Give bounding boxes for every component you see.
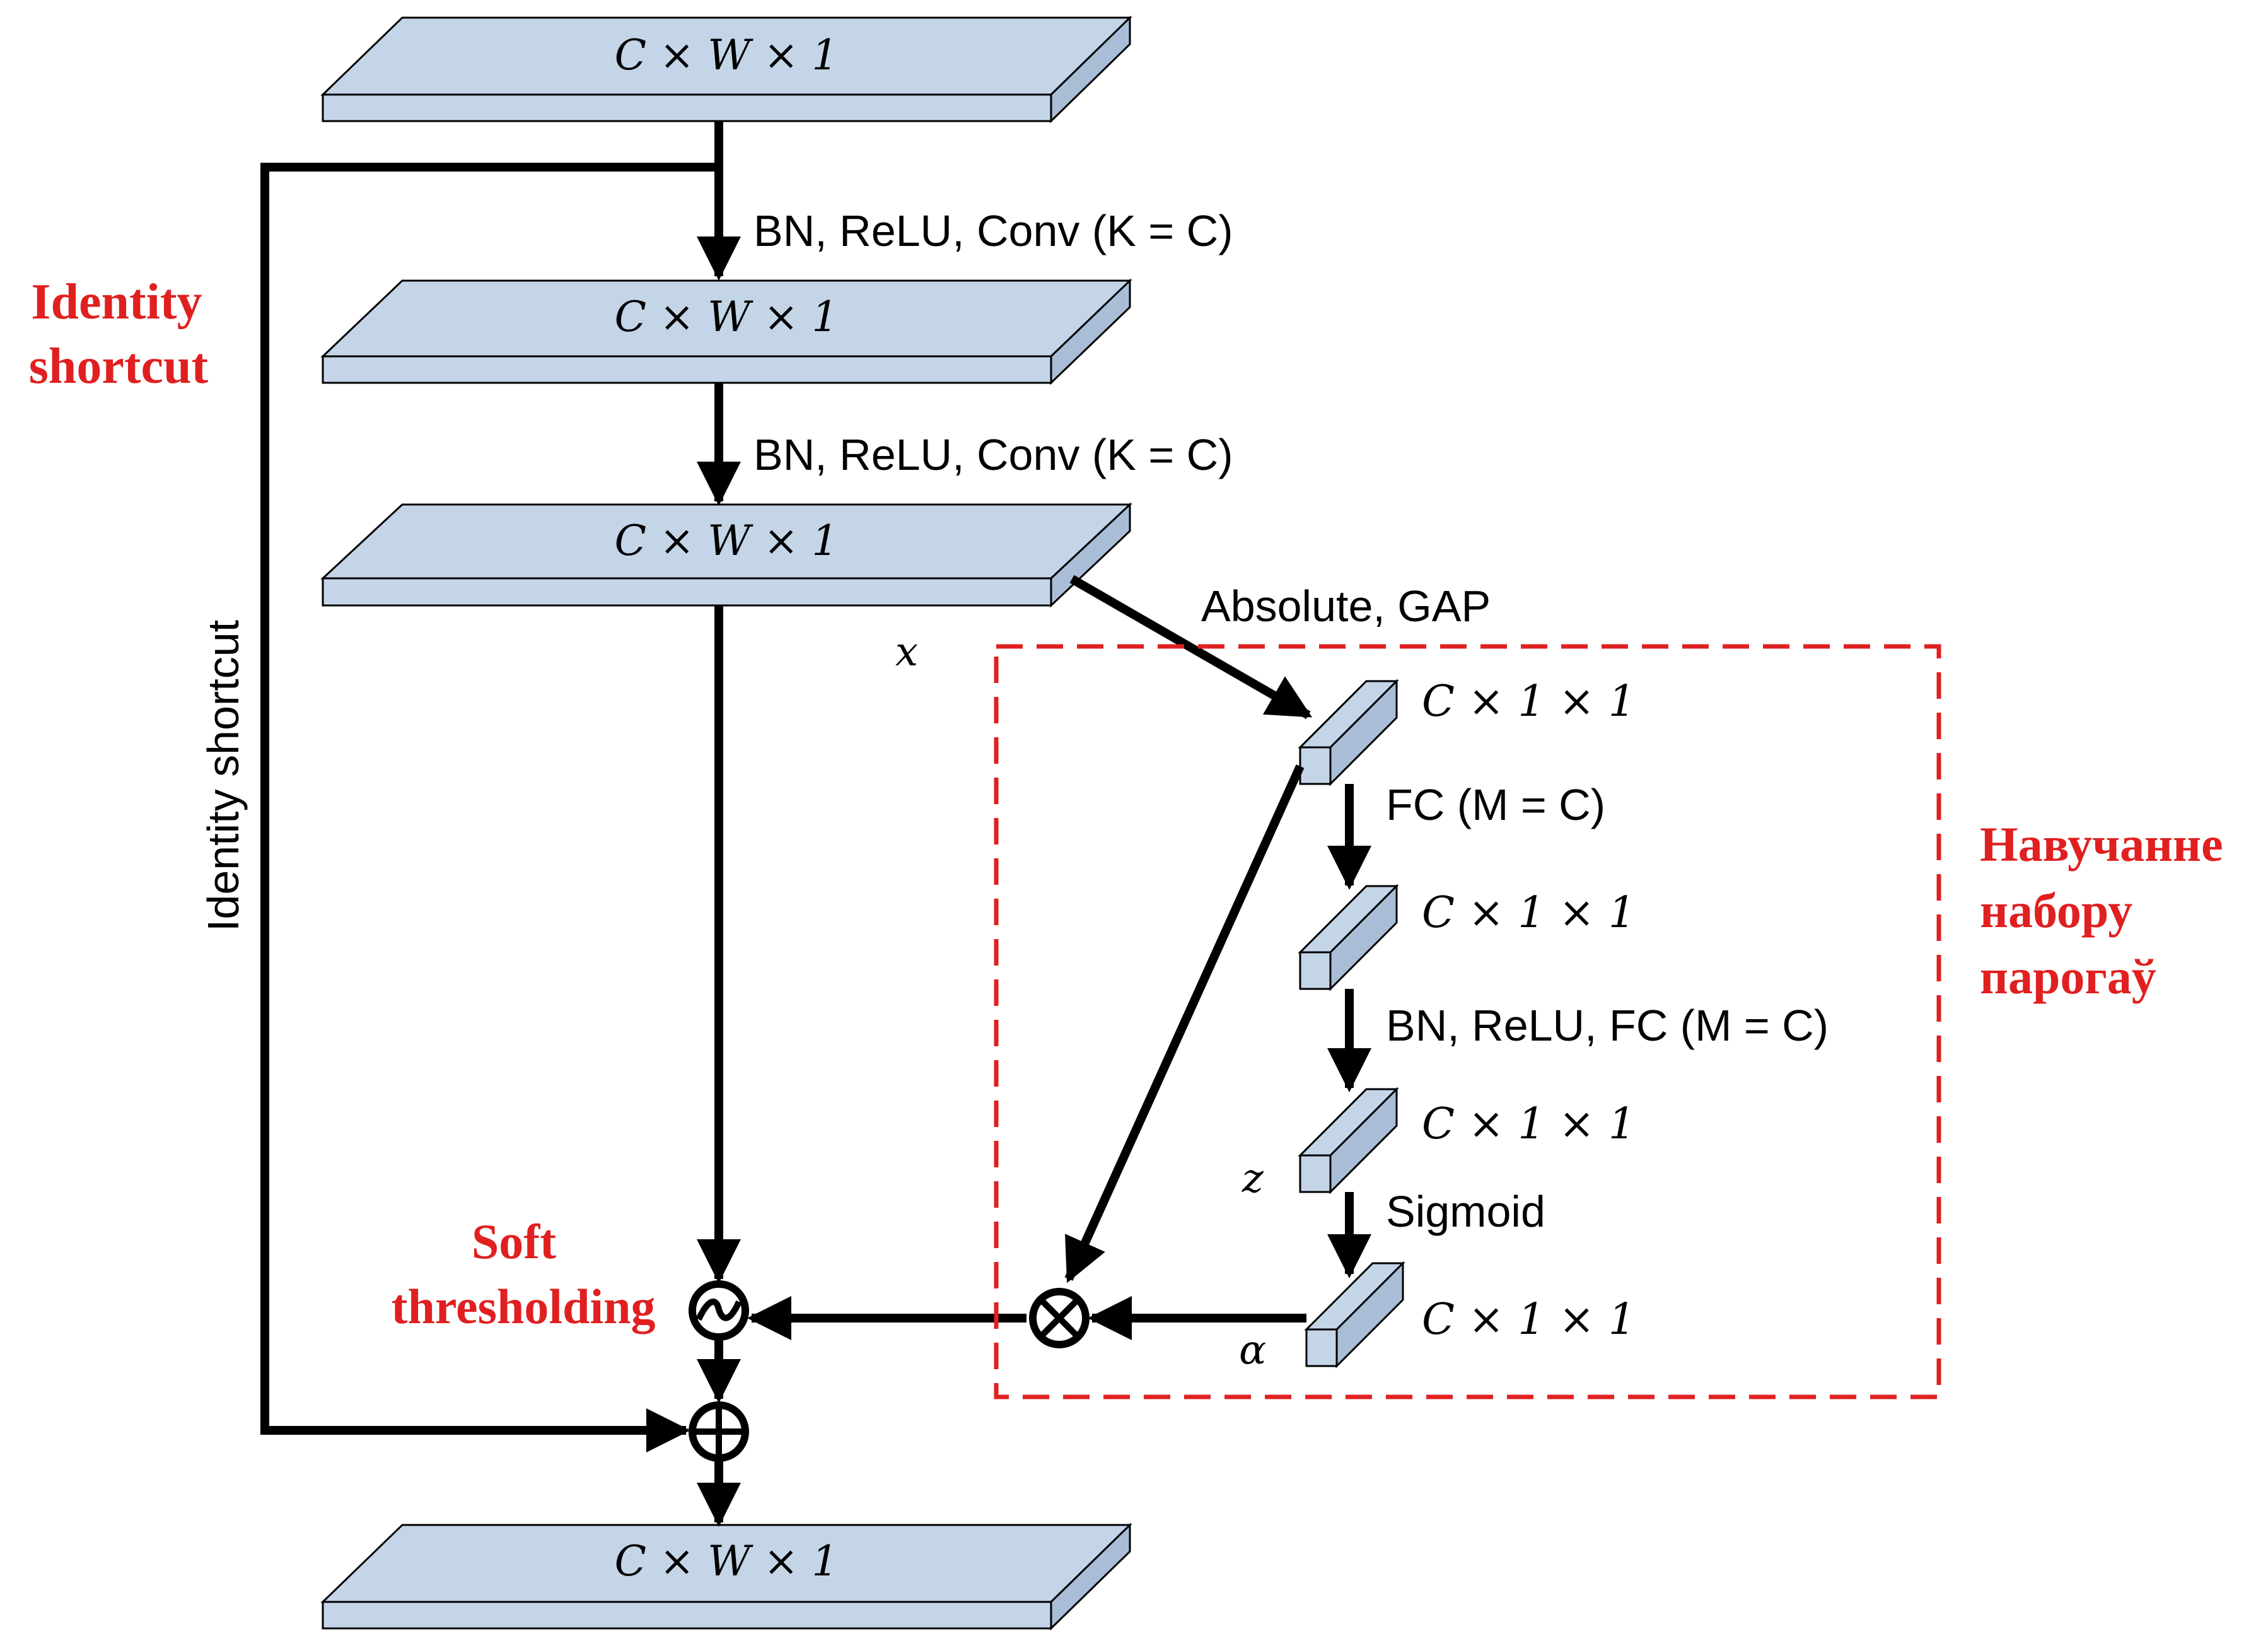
- tensor-bar-alpha: C × 1 × 1: [1304, 1261, 1636, 1369]
- identity-shortcut-red-line1: Identity: [31, 274, 202, 330]
- threshold-learning-line1: Навучанне: [1980, 817, 2223, 872]
- op-label-conv-2: BN, ReLU, Conv (K = C): [753, 430, 1233, 479]
- circle-tilde-icon: [689, 1280, 749, 1341]
- threshold-learning-line3: парогаў: [1980, 949, 2156, 1004]
- threshold-learning-box: [994, 644, 1941, 1399]
- identity-shortcut-red-line2: shortcut: [29, 339, 209, 394]
- main-path-arrows: [260, 121, 1371, 1527]
- tensor-label-fc1: C × 1 × 1: [1422, 888, 1636, 938]
- threshold-learning-line2: набору: [1980, 883, 2132, 938]
- tensor-block-conv1: C × W × 1: [320, 278, 1132, 385]
- tensor-bar-fc2: C × 1 × 1: [1298, 1087, 1636, 1194]
- op-label-fc: FC (M = C): [1386, 780, 1605, 829]
- tensor-label-fc2: C × 1 × 1: [1422, 1099, 1636, 1149]
- tensor-block-input: C × W × 1: [320, 15, 1132, 124]
- variable-x: x: [895, 629, 918, 675]
- op-label-conv-1: BN, ReLU, Conv (K = C): [753, 206, 1233, 255]
- variable-z: z: [1242, 1155, 1264, 1202]
- variable-alpha: α: [1239, 1327, 1266, 1374]
- circle-plus-icon: [689, 1401, 749, 1462]
- tensor-bar-fc1: C × 1 × 1: [1298, 884, 1636, 991]
- circle-times-icon: [1029, 1288, 1090, 1348]
- red-annotations: Identity shortcut Soft thresholding Наву…: [29, 274, 2223, 1334]
- tensor-block-output: C × W × 1: [320, 1522, 1132, 1631]
- op-label-bn-relu-fc: BN, ReLU, FC (M = C): [1386, 1001, 1829, 1050]
- tensor-label-output: C × W × 1: [615, 1537, 839, 1586]
- tensor-label-input: C × W × 1: [615, 31, 839, 79]
- tensor-bar-gap: C × 1 × 1: [1298, 677, 1636, 786]
- tensor-label-conv1: C × W × 1: [615, 293, 839, 341]
- op-label-absolute-gap: Absolute, GAP: [1201, 581, 1491, 631]
- tensor-label-gap: C × 1 × 1: [1422, 677, 1636, 727]
- arrow-gap-to-multiply: [1064, 764, 1305, 1283]
- soft-thresholding-line1: Soft: [472, 1214, 556, 1269]
- soft-thresholding-line2: thresholding: [391, 1279, 655, 1334]
- arrow-absolute-gap: [1069, 575, 1313, 720]
- tensor-label-alpha: C × 1 × 1: [1422, 1295, 1636, 1345]
- identity-shortcut-vertical-label: Identity shortcut: [199, 620, 248, 931]
- op-label-sigmoid: Sigmoid: [1386, 1187, 1545, 1236]
- tensor-block-conv2: C × W × 1: [320, 502, 1132, 608]
- tensor-label-conv2: C × W × 1: [615, 517, 839, 565]
- identity-shortcut-line: [260, 163, 719, 1452]
